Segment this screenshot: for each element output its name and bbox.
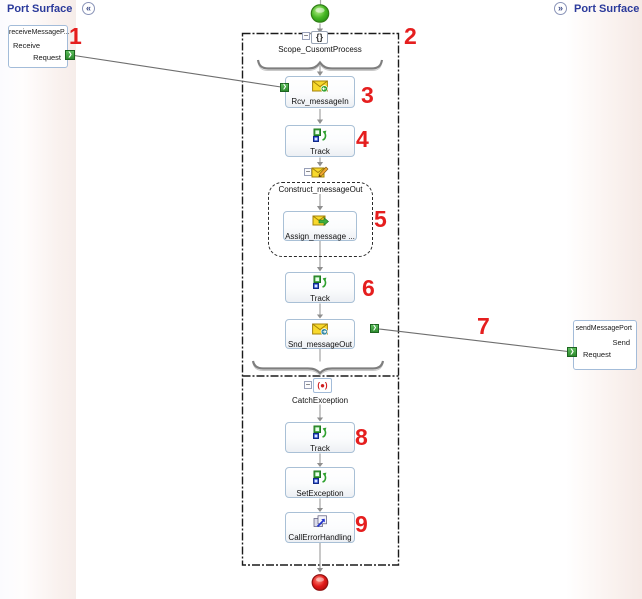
scope-label: Scope_CusomtProcess bbox=[278, 45, 362, 54]
receive-port[interactable]: receiveMessageP... Receive Request bbox=[8, 25, 70, 68]
receive-port-name: receiveMessageP... bbox=[9, 29, 70, 36]
shape-rcv-messagein[interactable]: Rcv_messageIn bbox=[285, 76, 355, 108]
scope-brace-bottom bbox=[251, 360, 385, 375]
catch-exception-icon[interactable]: (●) bbox=[313, 378, 332, 393]
end-node[interactable] bbox=[311, 574, 329, 591]
scope-brace-bottom-shadow bbox=[252, 362, 384, 376]
start-node-gloss bbox=[315, 7, 325, 13]
annotation-9: 9 bbox=[355, 511, 368, 537]
annotation-6: 6 bbox=[362, 275, 375, 301]
annotation-7: 7 bbox=[477, 313, 490, 339]
send-message-icon bbox=[312, 322, 328, 336]
shape-assign-message[interactable]: Assign_message ... bbox=[283, 211, 357, 241]
receive-request-label: Request bbox=[33, 53, 61, 62]
snd-connector-icon[interactable]: ❯ bbox=[370, 324, 379, 333]
shape-callerrorhandling[interactable]: CallErrorHandling bbox=[285, 512, 355, 543]
scope-collapse-icon[interactable]: − bbox=[302, 31, 310, 40]
annotation-3: 3 bbox=[361, 82, 374, 108]
scope-icon[interactable]: {} bbox=[311, 31, 328, 44]
catch-collapse-icon[interactable]: − bbox=[304, 380, 312, 389]
shape-label: Rcv_messageIn bbox=[291, 97, 349, 106]
annotation-2: 2 bbox=[404, 23, 417, 49]
shape-setexception[interactable]: SetException bbox=[285, 467, 355, 498]
collapse-left-icon[interactable]: « bbox=[82, 2, 95, 15]
send-operation-label: Send bbox=[612, 338, 630, 347]
scope-brace-top bbox=[256, 59, 384, 70]
shape-track-2[interactable]: Track bbox=[285, 272, 355, 303]
construct-message-icon bbox=[311, 165, 329, 179]
port-surface-left-panel bbox=[0, 0, 76, 599]
call-orchestration-icon bbox=[313, 515, 328, 529]
shape-label: SetException bbox=[296, 489, 344, 498]
scope-brace-top-shadow bbox=[257, 61, 383, 71]
rcv-connector-icon[interactable]: ❯ bbox=[280, 83, 289, 92]
shape-label: Snd_messageOut bbox=[287, 340, 353, 349]
send-request-label: Request bbox=[583, 350, 611, 359]
expression-icon bbox=[312, 275, 328, 289]
annotation-5: 5 bbox=[374, 206, 387, 232]
shape-label: Track bbox=[310, 147, 330, 156]
collapse-right-icon[interactable]: » bbox=[554, 2, 567, 15]
send-port-name: sendMessagePort bbox=[575, 325, 632, 332]
shape-snd-messageout[interactable]: Snd_messageOut bbox=[285, 319, 355, 349]
expression-icon bbox=[312, 128, 328, 142]
receive-operation-label: Receive bbox=[13, 41, 41, 50]
shape-label: Assign_message ... bbox=[285, 232, 355, 241]
shape-track-1[interactable]: Track bbox=[285, 125, 355, 157]
start-node[interactable] bbox=[310, 4, 330, 23]
end-node-gloss bbox=[316, 577, 324, 582]
receive-port-connector-icon[interactable]: ❯ bbox=[65, 50, 75, 60]
construct-group-label: Construct_messageOut bbox=[278, 185, 363, 194]
port-surface-right-title: Port Surface bbox=[574, 3, 640, 15]
shape-label: Track bbox=[310, 294, 330, 303]
port-surface-right-panel bbox=[566, 0, 642, 599]
shape-track-3[interactable]: Track bbox=[285, 422, 355, 453]
send-port-connector-icon[interactable]: ❯ bbox=[567, 347, 577, 357]
expression-icon bbox=[312, 470, 328, 484]
catch-exception-label: CatchException bbox=[291, 396, 349, 405]
annotation-4: 4 bbox=[356, 126, 369, 152]
message-assignment-icon bbox=[312, 214, 329, 228]
annotation-8: 8 bbox=[355, 424, 368, 450]
annotation-1: 1 bbox=[69, 23, 82, 49]
expression-icon bbox=[312, 425, 328, 439]
send-port-link-line bbox=[378, 328, 569, 353]
receive-port-link-line bbox=[73, 54, 282, 88]
shape-label: Track bbox=[310, 444, 330, 453]
send-port[interactable]: sendMessagePort Send Request bbox=[573, 320, 637, 370]
shape-label: CallErrorHandling bbox=[288, 533, 352, 542]
port-surface-left-title: Port Surface bbox=[7, 3, 73, 15]
receive-message-icon bbox=[312, 79, 328, 93]
